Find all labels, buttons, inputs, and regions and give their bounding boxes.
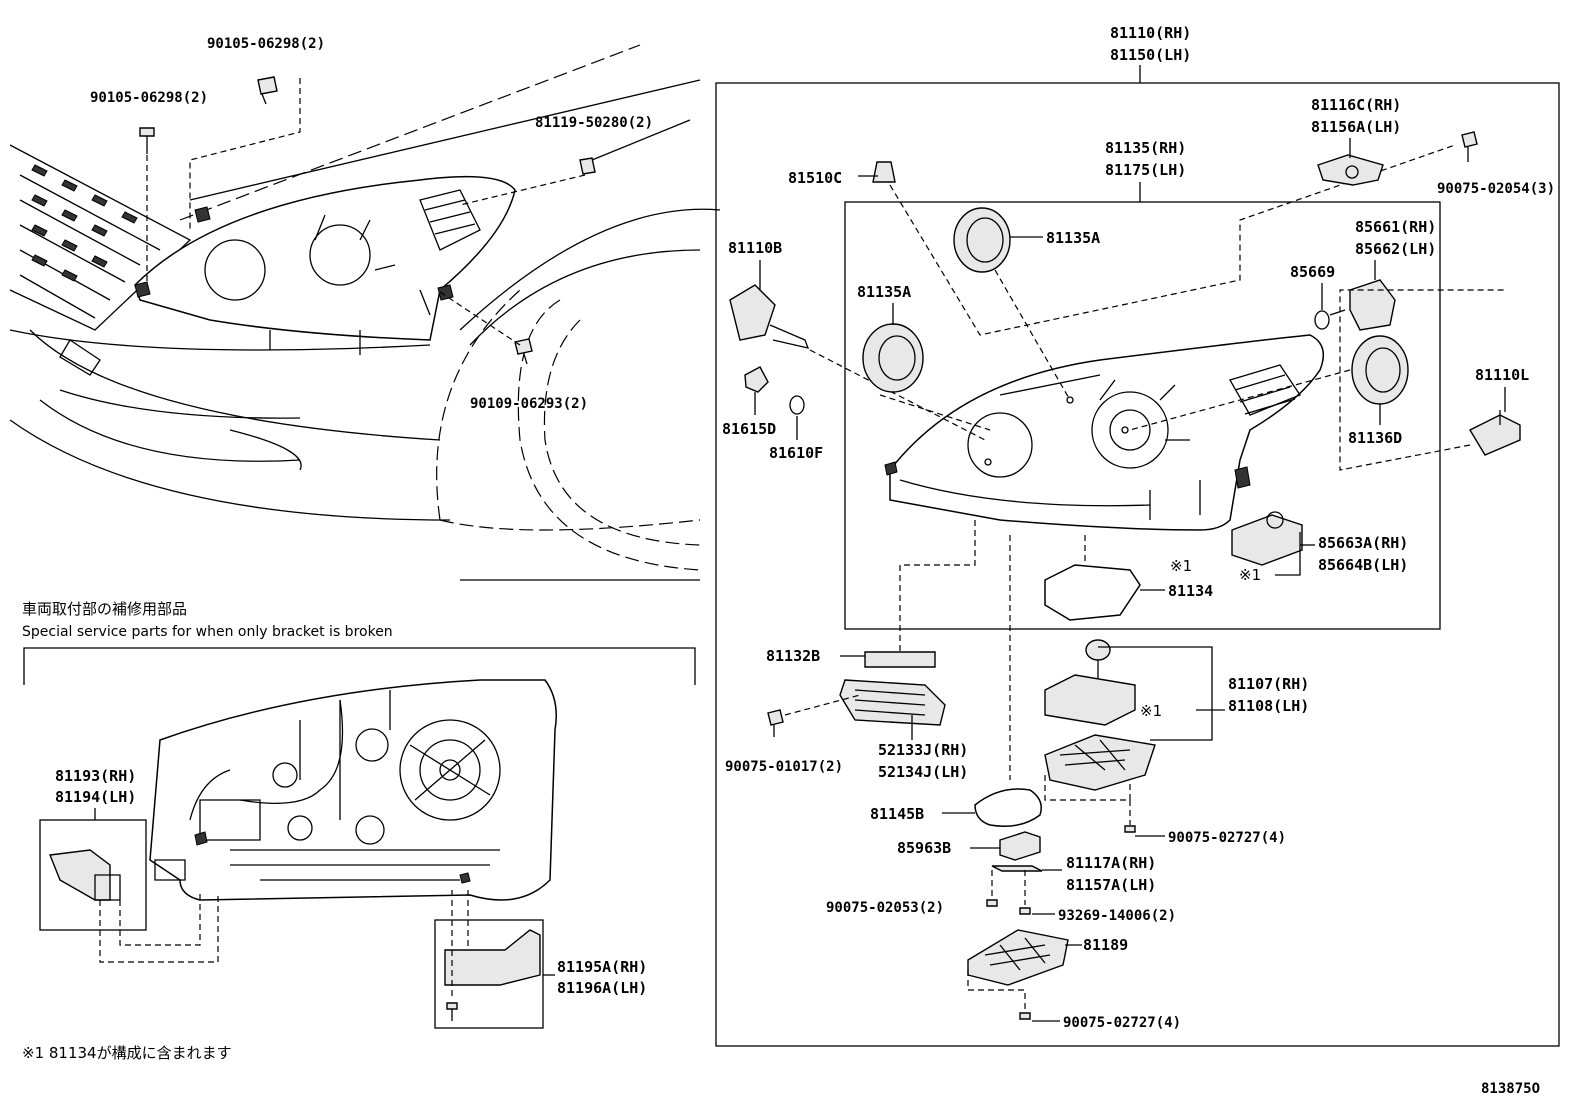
label-52133J: 52133J(RH) [878,741,968,759]
headlamp-assembly-illustration [884,334,1325,531]
connector-85963b [999,831,1041,861]
label-93269-14006: 93269-14006(2) [1058,908,1176,924]
motor-85661 [1329,279,1396,331]
service-box-left [39,819,147,931]
label-81196A: 81196A(LH) [557,979,647,997]
ballast-81107 [1044,639,1136,726]
service-title-jp: 車両取付部の補修用部品 [22,600,187,618]
label-81119-50280: 81119-50280(2) [535,115,653,131]
label-90075-02727-b: 90075-02727(4) [1063,1015,1181,1031]
oring-85669 [1314,310,1330,330]
label-85662: 85662(LH) [1355,240,1436,258]
label-81135-rh: 81135(RH) [1105,139,1186,157]
note-85663: ※1 [1239,566,1261,584]
bracket-81116c [1317,154,1384,186]
label-85663A: 85663A(RH) [1318,534,1408,552]
label-85661: 85661(RH) [1355,218,1436,236]
label-90105-06298-top: 90105-06298(2) [207,36,325,52]
label-81145B: 81145B [870,805,924,823]
bracket-81117a [991,865,1043,872]
label-52134J: 52134J(LH) [878,763,968,781]
label-81108: 81108(LH) [1228,697,1309,715]
label-81193: 81193(RH) [55,767,136,785]
leveling-motor-85663a [1231,511,1303,566]
label-81615D: 81615D [722,420,776,438]
label-81134: 81134 [1168,582,1213,600]
label-81189: 81189 [1083,936,1128,954]
unit-frame [844,201,1441,630]
label-90075-02727-a: 90075-02727(4) [1168,830,1286,846]
ring-81135a-top [953,207,1011,273]
label-81157A: 81157A(LH) [1066,876,1156,894]
label-81132B: 81132B [766,647,820,665]
screw-90075-02727-a [1124,825,1136,833]
screw-90075-02053 [986,899,998,907]
screw-90075-02054 [1461,131,1478,162]
gasket-81145b [974,788,1042,827]
label-81136D: 81136D [1348,429,1402,447]
label-85963B: 85963B [897,839,951,857]
label-90075-02053: 90075-02053(2) [826,900,944,916]
label-81195A: 81195A(RH) [557,958,647,976]
label-81156A: 81156A(LH) [1311,118,1401,136]
bracket-52133j [839,679,946,726]
ring-81135a-left [862,323,924,393]
bracket-part-81195 [444,929,541,986]
label-81110B: 81110B [728,239,782,257]
vehicle-front-illustration [9,44,721,581]
screw-90075-02727-b [1019,1012,1031,1020]
label-90105-06298-left: 90105-06298(2) [90,90,208,106]
cover-81189-upper [1044,734,1156,791]
gasket-81134 [1044,564,1141,621]
service-title-en: Special service parts for when only brac… [22,624,393,640]
label-90109-06293: 90109-06293(2) [470,396,588,412]
assembly-frame [715,82,1560,1047]
label-81150-lh: 81150(LH) [1110,46,1191,64]
label-81135A-left: 81135A [857,283,911,301]
screw-93269-14006 [1019,907,1031,915]
label-81135A-top: 81135A [1046,229,1100,247]
note-81107: ※1 [1140,702,1162,720]
note-81134: ※1 [1170,557,1192,575]
label-81110L: 81110L [1475,366,1529,384]
diagram-id: 813875O [1481,1081,1540,1097]
footnote: ※1 81134が構成に含まれます [22,1044,232,1062]
cover-81189 [967,929,1069,986]
bracket-81132b [864,651,936,668]
label-85664B: 85664B(LH) [1318,556,1408,574]
label-81107: 81107(RH) [1228,675,1309,693]
bulb-81110b [729,284,810,349]
label-81116C: 81116C(RH) [1311,96,1401,114]
socket-81615d [744,366,769,393]
label-81110-rh: 81110(RH) [1110,24,1191,42]
label-85669: 85669 [1290,263,1335,281]
ring-81136d [1351,335,1409,405]
label-90075-02054: 90075-02054(3) [1437,181,1555,197]
service-box-right [434,919,544,1029]
label-81194: 81194(LH) [55,788,136,806]
headlamp-rear-view [149,679,557,901]
label-81117A: 81117A(RH) [1066,854,1156,872]
service-bracket-line [23,647,696,685]
label-81610F: 81610F [769,444,823,462]
bulb-81110l [1469,410,1521,456]
bulb-81510c [872,161,896,183]
screw-90075-01017 [767,709,784,737]
label-81175-lh: 81175(LH) [1105,161,1186,179]
bulb-81610f [789,395,805,415]
label-81510C: 81510C [788,169,842,187]
label-90075-01017: 90075-01017(2) [725,759,843,775]
